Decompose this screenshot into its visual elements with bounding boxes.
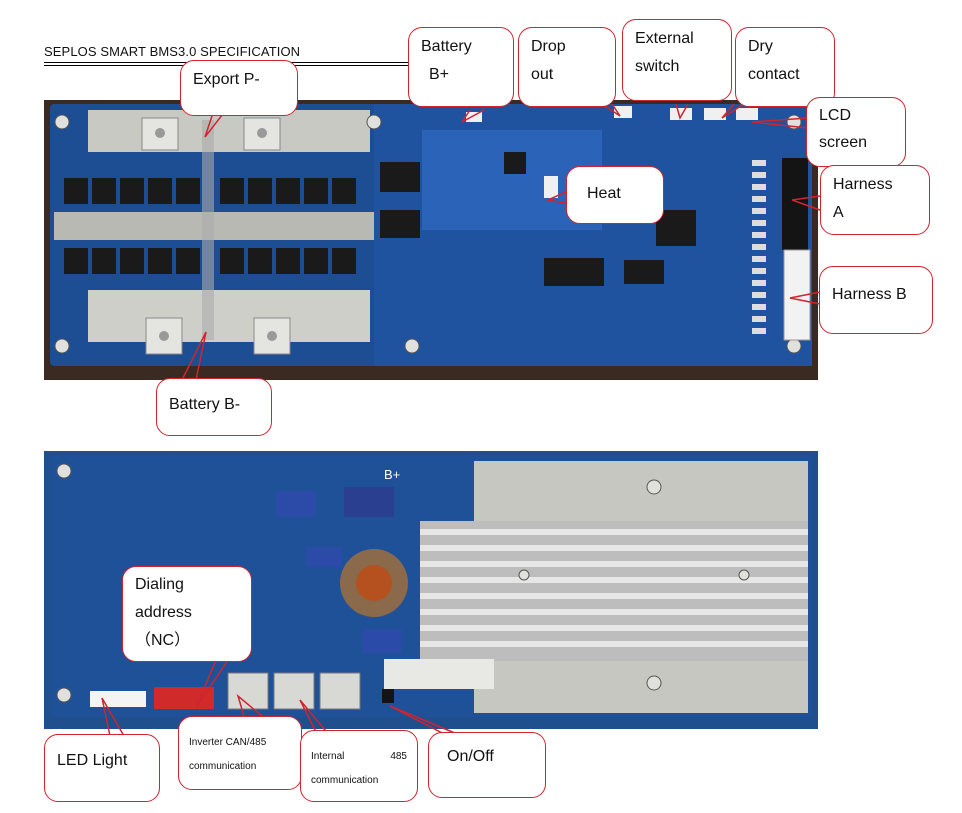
- callout-inverter-comm: Inverter CAN/485 communication: [178, 716, 302, 790]
- label-harness: Harness: [833, 176, 893, 193]
- board-b-plus-marking: B+: [384, 467, 400, 482]
- callout-battery-b-plus: Battery B+: [408, 27, 514, 107]
- callout-heat: Heat: [566, 166, 664, 224]
- callout-harness-b: Harness B: [819, 266, 933, 334]
- callout-export-p: Export P-: [180, 60, 298, 116]
- label-internal: Internal: [311, 751, 345, 762]
- label-a: A: [833, 204, 844, 221]
- label-lcd: LCD: [819, 107, 852, 124]
- label-inverter-communication: communication: [189, 761, 257, 772]
- callout-battery-b-minus: Battery B-: [156, 378, 272, 436]
- bms-board-top-photo: [44, 100, 818, 380]
- callout-on-off: On/Off: [428, 732, 546, 798]
- label-b-plus: B+: [429, 66, 450, 83]
- label-nc: （NC）: [135, 632, 191, 649]
- label-out: out: [531, 66, 554, 83]
- label-address: address: [135, 604, 192, 621]
- callout-harness-a: Harness A: [820, 165, 930, 235]
- label-485: 485: [390, 751, 407, 762]
- label-contact: contact: [748, 66, 800, 83]
- callout-external-switch: External switch: [622, 19, 732, 101]
- label-switch: switch: [635, 58, 680, 75]
- label-battery: Battery: [421, 38, 472, 55]
- label-internal-communication: communication: [311, 775, 379, 786]
- callout-dialing-address: Dialing address （NC）: [122, 566, 252, 662]
- label-dialing: Dialing: [135, 576, 184, 593]
- label-dry: Dry: [748, 38, 773, 55]
- document-header: SEPLOS SMART BMS3.0 SPECIFICATION: [44, 44, 301, 59]
- callout-drop-out: Drop out: [518, 27, 616, 107]
- callout-dry-contact: Dry contact: [735, 27, 835, 107]
- label-heat: Heat: [587, 185, 621, 202]
- label-export-p: Export P-: [193, 71, 260, 88]
- label-inverter-can-485: Inverter CAN/485: [189, 737, 267, 748]
- label-led-light: LED Light: [57, 752, 128, 769]
- label-screen: screen: [819, 134, 868, 151]
- callout-led-light: LED Light: [44, 734, 160, 802]
- callout-internal-485: Internal 485 communication: [300, 730, 418, 802]
- callout-lcd-screen: LCD screen: [806, 97, 906, 167]
- label-on-off: On/Off: [447, 748, 494, 765]
- label-external: External: [635, 30, 694, 47]
- label-harness-b: Harness B: [832, 286, 907, 303]
- label-drop: Drop: [531, 38, 566, 55]
- label-battery-b-minus: Battery B-: [169, 396, 241, 413]
